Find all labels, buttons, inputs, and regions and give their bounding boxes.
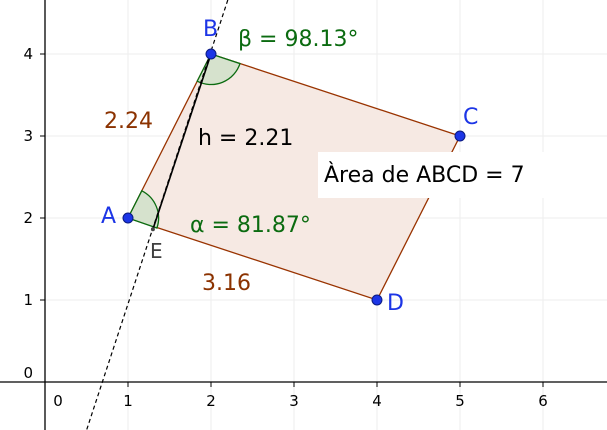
point-d-label: D [387, 291, 404, 316]
area-label-box [318, 152, 583, 198]
x-tick-label: 4 [372, 392, 382, 410]
point-c[interactable] [454, 130, 466, 142]
angle-alpha-label: α = 81.87° [190, 213, 311, 238]
y-tick-label: 3 [23, 127, 33, 145]
point-a[interactable] [122, 212, 134, 224]
y-tick-label: 4 [23, 45, 33, 63]
x-tick-label: 6 [538, 392, 548, 410]
y-tick-labels: 0 1 2 3 4 [23, 45, 33, 382]
y-tick-label: 1 [23, 291, 33, 309]
angle-beta-label: β = 98.13° [238, 27, 358, 52]
point-b-label: B [203, 17, 218, 42]
y-tick-label: 2 [23, 209, 33, 227]
x-tick-label: 5 [455, 392, 465, 410]
x-tick-label: 3 [289, 392, 299, 410]
x-tick-label: 2 [206, 392, 216, 410]
point-d[interactable] [371, 294, 383, 306]
area-label: Àrea de ABCD = 7 [324, 162, 525, 188]
x-tick-labels: 0 1 2 3 4 5 6 [53, 392, 548, 410]
height-label: h = 2.21 [198, 126, 293, 151]
height-segment-be[interactable] [152, 53, 212, 230]
x-tick-label: 1 [123, 392, 133, 410]
y-tick-label: 0 [23, 364, 33, 382]
angle-alpha-sector[interactable] [127, 189, 160, 229]
point-c-label: C [463, 105, 478, 130]
point-a-label: A [101, 204, 116, 229]
side-ab-length: 2.24 [104, 109, 153, 134]
side-ad-length: 3.16 [202, 271, 251, 296]
point-b[interactable] [205, 48, 217, 60]
x-tick-label: 0 [53, 392, 63, 410]
point-e[interactable] [150, 227, 155, 232]
point-e-label: E [150, 239, 163, 263]
